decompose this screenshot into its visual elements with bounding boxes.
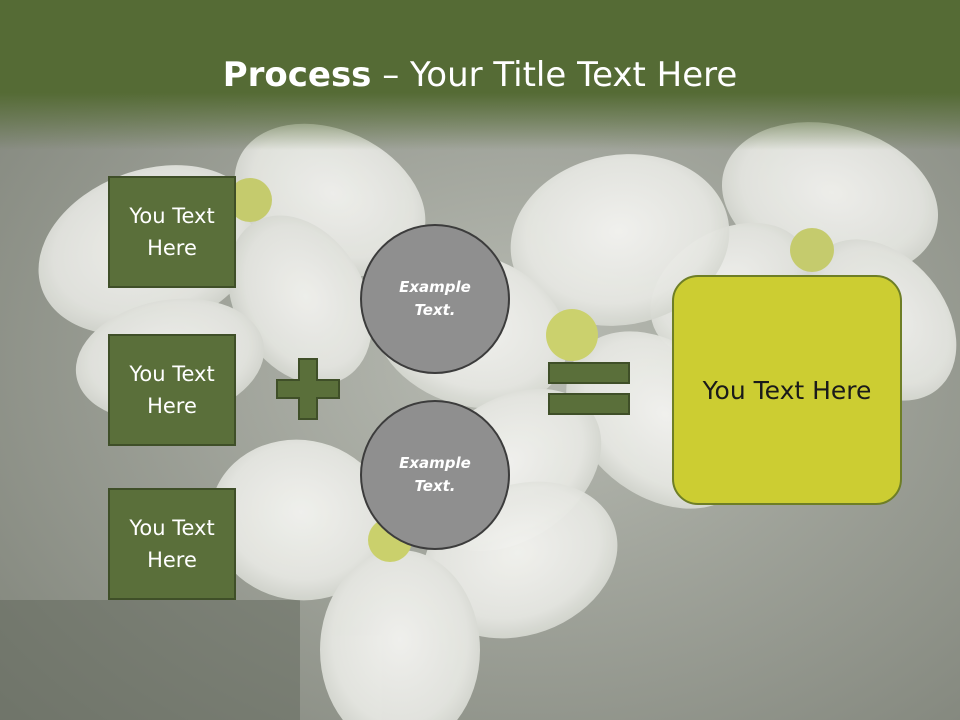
example-circle-1-line2: Text. — [414, 301, 456, 319]
equals-icon — [548, 362, 630, 415]
title-rest: – Your Title Text Here — [371, 55, 738, 95]
text-box-1-line2: Here — [147, 236, 197, 260]
text-box-1-line1: You Text — [129, 204, 215, 228]
text-box-3-line1: You Text — [129, 516, 215, 540]
example-circle-2-line2: Text. — [414, 477, 456, 495]
text-box-2-line2: Here — [147, 394, 197, 418]
text-box-2-line1: You Text — [129, 362, 215, 386]
slide-title: Process – Your Title Text Here — [0, 52, 960, 98]
example-circle-2-line1: Example — [399, 454, 471, 472]
result-box[interactable]: You Text Here — [672, 275, 902, 505]
title-bold: Process — [222, 55, 372, 95]
example-circle-1-line1: Example — [399, 278, 471, 296]
result-box-label: You Text Here — [702, 375, 872, 405]
text-box-3-line2: Here — [147, 548, 197, 572]
plus-icon — [276, 358, 340, 420]
title-band — [0, 0, 960, 150]
